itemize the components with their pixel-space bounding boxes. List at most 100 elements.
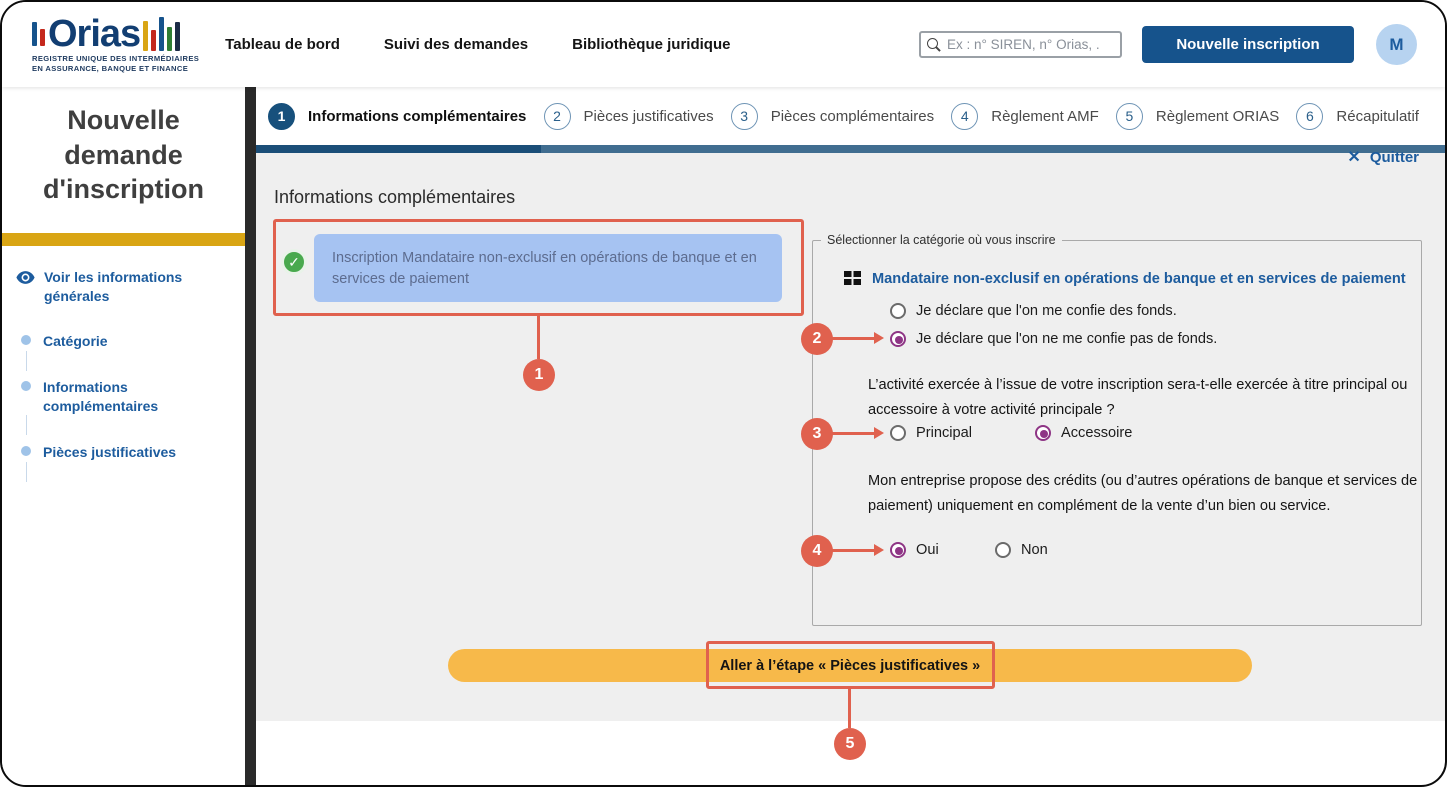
- step-label: Récapitulatif: [1336, 107, 1419, 125]
- bullet-icon: [21, 381, 31, 392]
- selected-category-chip: Inscription Mandataire non-exclusif en o…: [314, 234, 782, 302]
- radio-option-non[interactable]: Non: [995, 542, 1048, 558]
- sidebar-item-complementary-info[interactable]: Informations complémentaires: [16, 378, 237, 436]
- stepper-step-3[interactable]: 3 Pièces complémentaires: [730, 102, 935, 130]
- annotation-arrowhead-3: [874, 427, 884, 439]
- timeline-connector: [25, 351, 27, 372]
- logo-bars-right-icon: [143, 17, 181, 51]
- sidebar: Nouvelle demande d'inscription Voir les …: [2, 87, 245, 785]
- next-step-button[interactable]: Aller à l’étape « Pièces justificatives …: [448, 649, 1252, 682]
- radio-label: Non: [1021, 542, 1048, 558]
- sidebar-item-label: Informations complémentaires: [43, 379, 159, 415]
- question-activity-type: L’activité exercée à l’issue de votre in…: [868, 377, 1408, 419]
- eye-icon: [16, 270, 35, 306]
- radio-input[interactable]: [890, 425, 906, 441]
- bullet-icon: [21, 335, 31, 346]
- radio-label: Principal: [916, 425, 972, 441]
- step-label: Informations complémentaires: [308, 107, 527, 125]
- progress-bar-fill: [256, 145, 542, 153]
- step-label: Règlement ORIAS: [1155, 107, 1280, 125]
- timeline-connector: [25, 415, 27, 436]
- nav-link-legal-library[interactable]: Bibliothèque juridique: [572, 36, 731, 53]
- page-title: Informations complémentaires: [274, 187, 516, 207]
- radio-label: Oui: [916, 542, 939, 558]
- step-number: 1: [268, 102, 295, 130]
- top-navbar: Orias REGISTRE UNIQUE DES INTERMÉDIAIRES…: [2, 2, 1445, 87]
- success-check-icon: ✓: [281, 249, 307, 275]
- timeline-connector: [25, 462, 27, 483]
- annotation-arrowhead-4: [874, 544, 884, 556]
- sidebar-item-label: Pièces justificatives: [43, 444, 177, 461]
- nav-link-dashboard[interactable]: Tableau de bord: [225, 36, 340, 53]
- annotation-marker-2: 2: [801, 323, 833, 355]
- stepper-step-1[interactable]: 1 Informations complémentaires: [268, 102, 527, 130]
- annotation-marker-4: 4: [801, 535, 833, 567]
- annotation-line-5: [848, 689, 851, 728]
- category-icon: [844, 271, 861, 290]
- logo-subtitle-line2: EN ASSURANCE, BANQUE ET FINANCE: [32, 64, 189, 74]
- orias-logo[interactable]: Orias REGISTRE UNIQUE DES INTERMÉDIAIRES…: [32, 12, 200, 74]
- annotation-arrowhead-2: [874, 332, 884, 344]
- new-registration-button[interactable]: Nouvelle inscription: [1142, 26, 1354, 63]
- radio-label: Je déclare que l'on ne me confie pas de …: [916, 331, 1218, 347]
- nav-links: Tableau de bord Suivi des demandes Bibli…: [225, 36, 730, 53]
- category-title-row: Mandataire non-exclusif en opérations de…: [844, 269, 1416, 290]
- logo-wordmark: Orias: [48, 12, 141, 55]
- annotation-arrow-2: [831, 337, 875, 340]
- radio-label: Je déclare que l'on me confie des fonds.: [916, 303, 1177, 319]
- progress-bar: [256, 145, 1445, 153]
- close-icon: ✕: [1347, 149, 1361, 166]
- sidebar-item-label: Voir les informations générales: [44, 268, 183, 304]
- radio-option-funds-yes[interactable]: Je déclare que l'on me confie des fonds.: [890, 303, 1177, 319]
- radio-option-oui[interactable]: Oui: [890, 542, 939, 558]
- stepper-step-6[interactable]: 6 Récapitulatif: [1296, 102, 1419, 130]
- annotation-marker-5: 5: [834, 728, 866, 760]
- radio-option-funds-no[interactable]: Je déclare que l'on ne me confie pas de …: [890, 331, 1217, 347]
- annotation-line-1: [537, 316, 540, 359]
- step-number: 2: [543, 102, 571, 130]
- logo-row: Orias: [32, 12, 199, 55]
- category-title: Mandataire non-exclusif en opérations de…: [872, 271, 1406, 287]
- sidebar-edge-strip: [245, 87, 256, 785]
- step-label: Pièces complémentaires: [770, 107, 935, 125]
- sidebar-title: Nouvelle demande d'inscription: [43, 105, 204, 205]
- sidebar-nav: Voir les informations générales Catégori…: [2, 246, 245, 483]
- search-box[interactable]: [919, 31, 1122, 58]
- search-icon: [927, 37, 941, 52]
- logo-subtitle-line1: REGISTRE UNIQUE DES INTERMÉDIAIRES: [32, 54, 200, 64]
- search-input[interactable]: [947, 37, 1114, 52]
- logo-bars-left-icon: [32, 22, 45, 46]
- sidebar-item-category[interactable]: Catégorie: [16, 332, 237, 372]
- stepper-step-5[interactable]: 5 Règlement ORIAS: [1115, 102, 1280, 130]
- sidebar-item-general-info[interactable]: Voir les informations générales: [16, 268, 237, 306]
- nav-link-requests[interactable]: Suivi des demandes: [383, 36, 529, 53]
- step-number: 6: [1296, 102, 1324, 130]
- radio-input[interactable]: [890, 331, 906, 347]
- stepper-step-2[interactable]: 2 Pièces justificatives: [543, 102, 714, 130]
- radio-input[interactable]: [995, 542, 1011, 558]
- sidebar-item-label: Catégorie: [43, 333, 108, 350]
- radio-option-principal[interactable]: Principal: [890, 425, 972, 441]
- radio-input[interactable]: [1035, 425, 1051, 441]
- radio-input[interactable]: [890, 303, 906, 319]
- quit-button[interactable]: ✕ Quitter: [1347, 147, 1419, 167]
- avatar[interactable]: M: [1376, 24, 1417, 65]
- bullet-icon: [21, 446, 31, 457]
- annotation-arrow-4: [831, 549, 875, 552]
- step-label: Pièces justificatives: [583, 107, 714, 125]
- radio-input[interactable]: [890, 542, 906, 558]
- radio-option-accessoire[interactable]: Accessoire: [1035, 425, 1132, 441]
- wizard-stepper: 1 Informations complémentaires 2 Pièces …: [256, 87, 1445, 145]
- question-credit-complement: Mon entreprise propose des crédits (ou d…: [868, 473, 1418, 515]
- stepper-step-4[interactable]: 4 Règlement AMF: [951, 102, 1099, 130]
- annotation-marker-3: 3: [801, 418, 833, 450]
- sidebar-gold-divider: [2, 232, 245, 246]
- step-label: Règlement AMF: [991, 107, 1099, 125]
- radio-label: Accessoire: [1061, 425, 1133, 441]
- category-panel-legend: Sélectionner la catégorie où vous inscri…: [821, 233, 1062, 247]
- sidebar-item-supporting-documents[interactable]: Pièces justificatives: [16, 443, 237, 483]
- step-number: 4: [951, 102, 979, 130]
- annotation-marker-1: 1: [523, 359, 555, 391]
- step-number: 3: [730, 102, 758, 130]
